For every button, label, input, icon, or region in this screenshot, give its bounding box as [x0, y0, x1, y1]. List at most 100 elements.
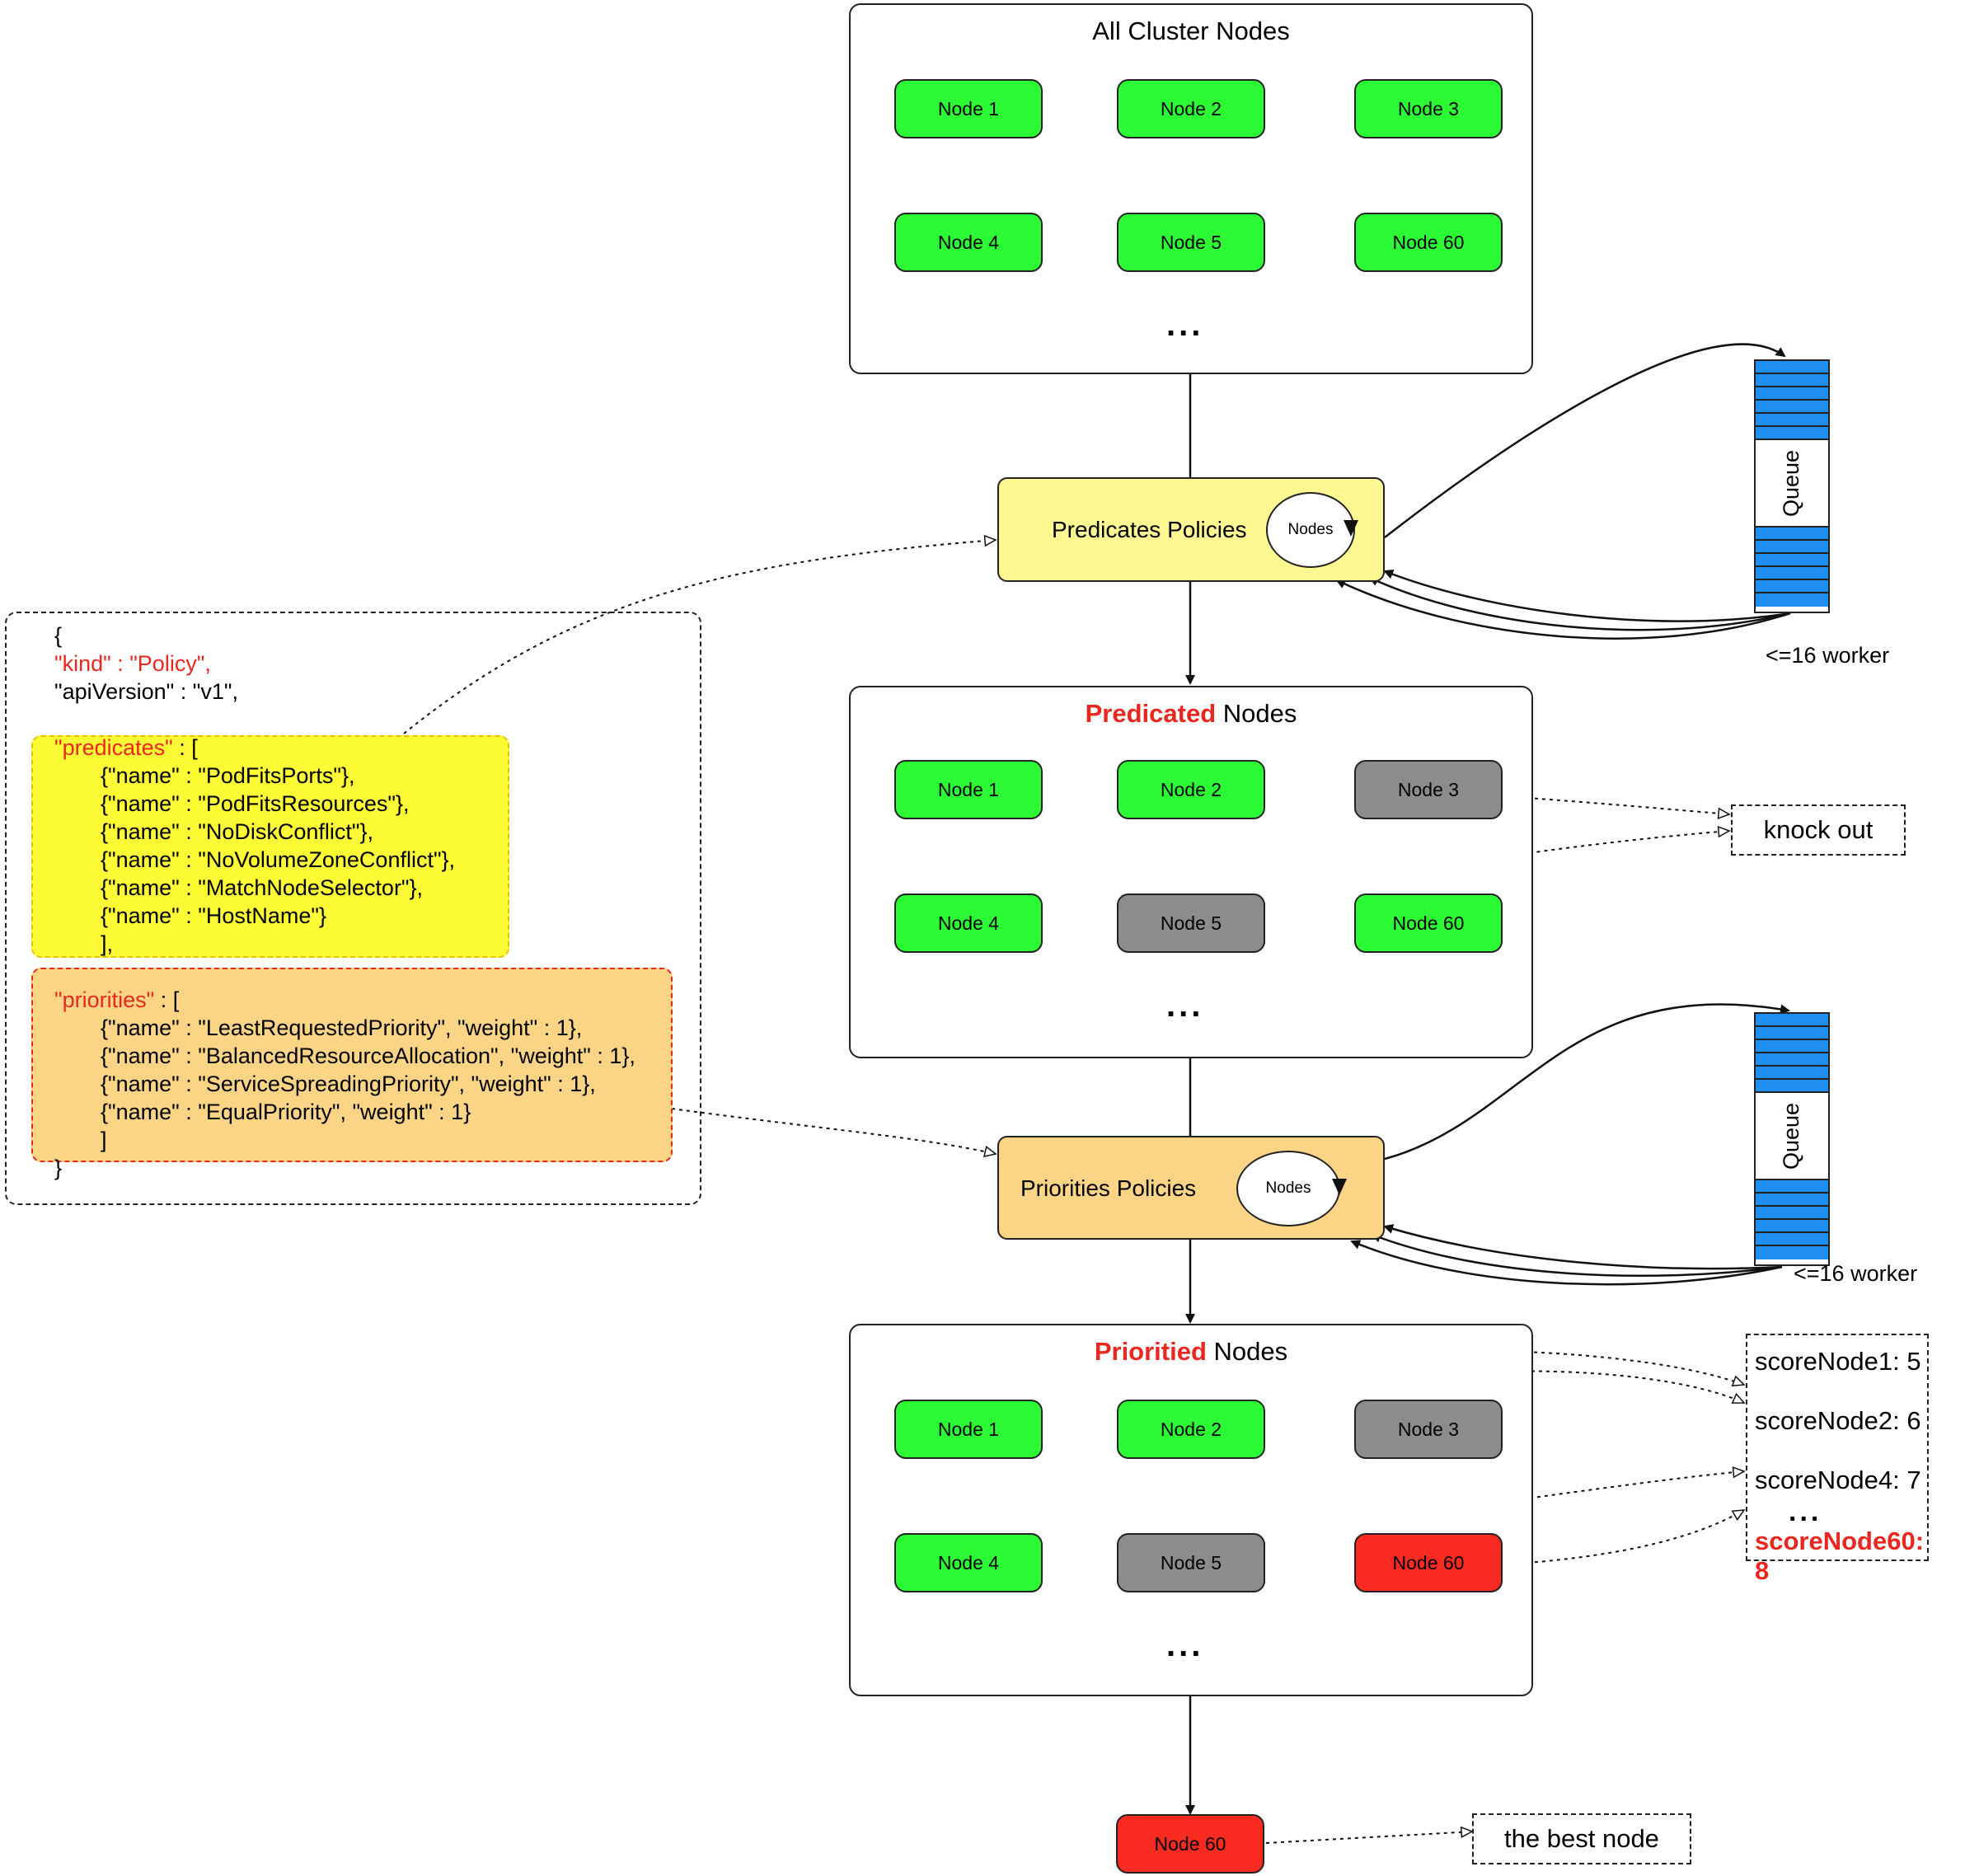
queue-2-label: Queue — [1779, 1102, 1804, 1170]
queue-1-workers: <=16 worker — [1766, 643, 1890, 668]
prioritied-node-2[interactable]: Node 2 — [1117, 1400, 1265, 1459]
json-priorities-key: "priorities" — [54, 987, 155, 1012]
best-node-label-box: the best node — [1472, 1813, 1691, 1864]
queue-2-slot — [1756, 1040, 1828, 1053]
priorities-nodes-cycle: Nodes — [1236, 1151, 1340, 1226]
json-kind-key: "kind" — [54, 651, 111, 676]
cluster-node-1[interactable]: Node 1 — [894, 79, 1043, 138]
prioritied-node-1[interactable]: Node 1 — [894, 1400, 1043, 1459]
predicates-nodes-cycle: Nodes — [1266, 492, 1355, 568]
json-close-brace: } — [54, 1156, 63, 1180]
predicated-node-2[interactable]: Node 2 — [1117, 760, 1265, 819]
queue-1-slot — [1756, 567, 1828, 580]
cluster-node-3[interactable]: Node 3 — [1354, 79, 1503, 138]
predicated-node-1[interactable]: Node 1 — [894, 760, 1043, 819]
queue-1: Queue — [1754, 359, 1830, 613]
json-predicates-key: "predicates" — [54, 735, 173, 760]
knockout-link-node3 — [1504, 795, 1729, 814]
best-node[interactable]: Node 60 — [1116, 1814, 1264, 1874]
json-priority-item: {"name" : "LeastRequestedPriority", "wei… — [101, 1015, 583, 1040]
prioritied-title: Prioritied Nodes — [851, 1337, 1531, 1367]
queue-2: Queue — [1754, 1012, 1830, 1266]
cluster-node-2[interactable]: Node 2 — [1117, 79, 1265, 138]
all-cluster-panel: All Cluster Nodes Node 1 Node 2 Node 3 N… — [849, 3, 1533, 374]
queue1-feed-arrow — [1384, 343, 1786, 538]
cluster-ellipsis: ... — [1166, 307, 1204, 343]
score-item-node4: scoreNode4: 7 — [1755, 1466, 1921, 1494]
queue-2-slot — [1756, 1027, 1828, 1040]
json-predicate-item: {"name" : "MatchNodeSelector"}, — [101, 875, 424, 900]
prioritied-title-rest: Nodes — [1206, 1337, 1288, 1366]
predicated-node-3-knocked[interactable]: Node 3 — [1354, 760, 1503, 819]
queue-1-slot — [1756, 414, 1828, 427]
json-predicate-item: {"name" : "PodFitsResources"}, — [101, 791, 410, 816]
priorities-nodes-cycle-label: Nodes — [1265, 1180, 1311, 1197]
prioritied-node-3[interactable]: Node 3 — [1354, 1400, 1503, 1459]
best-node-link — [1265, 1831, 1472, 1844]
score-item-node2: scoreNode2: 6 — [1755, 1406, 1921, 1435]
predicates-policies-label: Predicates Policies — [1052, 517, 1247, 542]
queue2-worker-arrow-1 — [1383, 1224, 1783, 1270]
predicates-config-link — [403, 540, 996, 734]
predicated-title: Predicated Nodes — [851, 699, 1531, 729]
queue-2-slot — [1756, 1207, 1828, 1220]
scores-ellipsis: ... — [1789, 1496, 1822, 1527]
queue-1-slot — [1756, 554, 1828, 567]
json-predicate-item: {"name" : "NoVolumeZoneConflict"}, — [101, 847, 456, 872]
queue-1-label: Queue — [1779, 449, 1804, 517]
json-predicates-open: : [ — [172, 735, 198, 760]
queue-1-slot — [1756, 528, 1828, 541]
predicated-title-rest: Nodes — [1216, 699, 1297, 728]
priorities-policies-box[interactable]: Priorities Policies Nodes — [997, 1136, 1385, 1240]
predicated-panel: Predicated Nodes Node 1 Node 2 Node 3 No… — [849, 686, 1533, 1058]
score-link-node60 — [1504, 1510, 1744, 1565]
prioritied-ellipsis: ... — [1166, 1627, 1204, 1663]
priorities-cycle-arrow-icon — [1332, 1179, 1347, 1195]
json-priority-item: {"name" : "EqualPriority", "weight" : 1} — [101, 1100, 471, 1124]
best-node-label: the best node — [1504, 1824, 1659, 1853]
queue2-worker-arrow-3 — [1350, 1240, 1783, 1286]
priorities-highlight — [31, 968, 673, 1162]
queue2-feed-arrow — [1384, 1003, 1790, 1161]
predicated-title-highlight: Predicated — [1085, 699, 1217, 728]
scores-box: scoreNode1: 5 scoreNode2: 6 scoreNode4: … — [1746, 1334, 1929, 1585]
predicated-ellipsis: ... — [1166, 987, 1204, 1024]
queue-2-slot — [1756, 1194, 1828, 1207]
predicated-node-60[interactable]: Node 60 — [1354, 893, 1503, 953]
json-priorities-line: "priorities" : [ — [54, 986, 179, 1014]
queue1-worker-arrow-2 — [1368, 576, 1791, 631]
json-priority-item: {"name" : "BalancedResourceAllocation", … — [101, 1044, 635, 1068]
prioritied-node-5[interactable]: Node 5 — [1117, 1533, 1265, 1592]
prioritied-node-60[interactable]: Node 60 — [1354, 1533, 1503, 1592]
queue-2-slot — [1756, 1053, 1828, 1067]
queue-2-label-area: Queue — [1756, 1093, 1828, 1180]
queue-1-slot — [1756, 580, 1828, 593]
predicates-policies-box[interactable]: Predicates Policies Nodes — [997, 477, 1385, 582]
queue-2-slot — [1756, 1246, 1828, 1259]
priorities-policies-label: Priorities Policies — [1020, 1175, 1197, 1201]
priorities-config-link — [671, 1108, 996, 1154]
queue-1-slot — [1756, 593, 1828, 607]
predicates-nodes-cycle-label: Nodes — [1287, 521, 1334, 538]
json-predicates-close: ], — [101, 931, 114, 956]
json-kind-line: "kind" : "Policy", — [54, 650, 211, 678]
predicated-node-4[interactable]: Node 4 — [894, 893, 1043, 953]
cluster-node-5[interactable]: Node 5 — [1117, 213, 1265, 272]
queue-2-workers: <=16 worker — [1794, 1261, 1918, 1286]
queue-1-slot — [1756, 374, 1828, 387]
json-predicates-line: "predicates" : [ — [54, 734, 198, 762]
score-item-node1: scoreNode1: 5 — [1755, 1347, 1921, 1376]
cluster-node-4[interactable]: Node 4 — [894, 213, 1043, 272]
queue-1-slot — [1756, 401, 1828, 414]
json-kind-value: : "Policy", — [110, 651, 211, 676]
prioritied-node-4[interactable]: Node 4 — [894, 1533, 1043, 1592]
json-open-brace: { — [54, 623, 63, 648]
queue-2-slot — [1756, 1080, 1828, 1093]
queue-2-slot — [1756, 1180, 1828, 1194]
queue-1-slot — [1756, 361, 1828, 374]
knock-out-box: knock out — [1731, 804, 1906, 856]
cluster-node-60[interactable]: Node 60 — [1354, 213, 1503, 272]
prioritied-title-highlight: Prioritied — [1094, 1337, 1207, 1366]
queue-2-slot — [1756, 1014, 1828, 1027]
predicated-node-5-knocked[interactable]: Node 5 — [1117, 893, 1265, 953]
